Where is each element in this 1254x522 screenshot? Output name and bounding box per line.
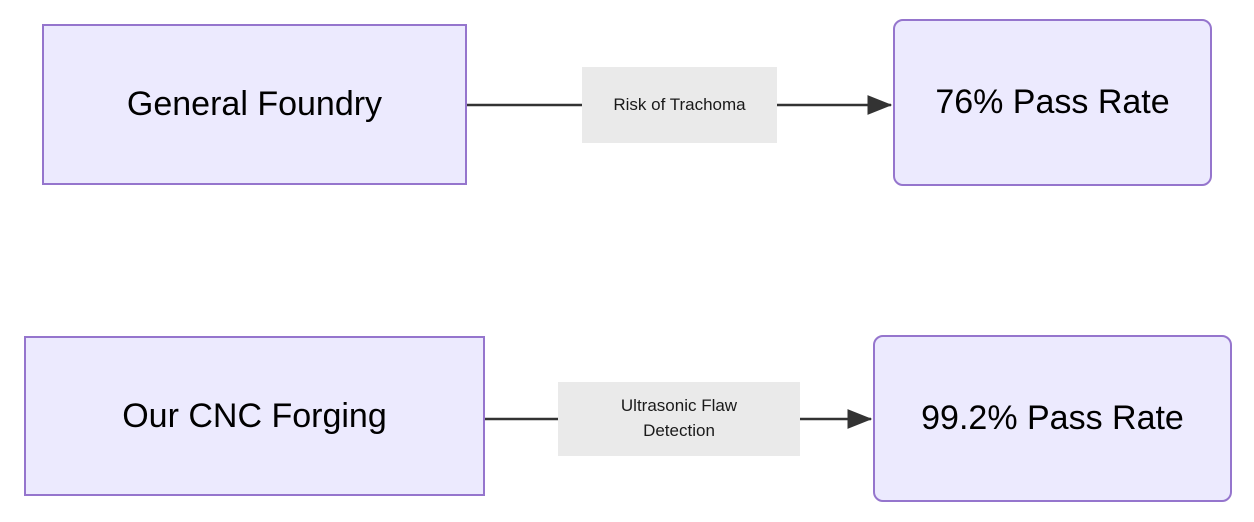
node-label: Our CNC Forging — [122, 396, 387, 435]
edge-label-text-line1: Ultrasonic Flaw — [620, 396, 738, 416]
node-76-percent-pass-rate[interactable]: 76% Pass Rate — [893, 19, 1212, 186]
node-99-2-percent-pass-rate[interactable]: 99.2% Pass Rate — [873, 335, 1232, 502]
edge-label-ultrasonic-flaw-detection: Ultrasonic Flaw Detection — [558, 382, 800, 456]
edge-label-text-line2: Detection — [643, 421, 715, 440]
node-label: 99.2% Pass Rate — [921, 399, 1184, 438]
edge-label-risk-of-trachoma: Risk of Trachoma — [582, 67, 777, 143]
node-general-foundry[interactable]: General Foundry — [42, 24, 467, 185]
edge-label-text: Risk of Trachoma — [613, 94, 746, 114]
node-our-cnc-forging[interactable]: Our CNC Forging — [24, 336, 485, 496]
edge-label-text-wrapper: Ultrasonic Flaw Detection — [621, 394, 737, 443]
node-label: General Foundry — [126, 85, 383, 124]
node-label: 76% Pass Rate — [935, 83, 1170, 122]
